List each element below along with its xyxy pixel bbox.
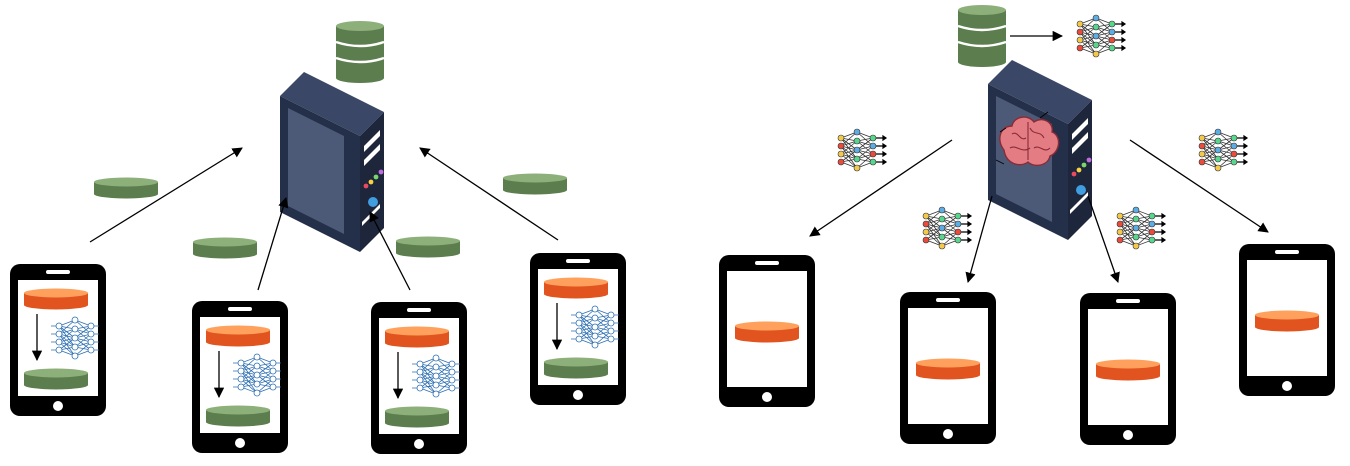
client-phone-6 (900, 292, 996, 444)
brain-icon (995, 111, 1060, 167)
green-disk-icon (396, 236, 460, 258)
orange-disk-icon (1255, 310, 1319, 332)
neural-net-icon (1198, 128, 1248, 172)
download-arrow-4 (1129, 139, 1269, 233)
client-phone-3 (371, 302, 467, 454)
green-disk-icon (206, 405, 270, 427)
download-arrow-2 (965, 195, 993, 284)
server-database-icon (334, 19, 386, 85)
upload-arrow-3 (369, 211, 411, 291)
client-phone-1 (10, 264, 106, 416)
server-database-icon (956, 3, 1008, 69)
orange-disk-icon (544, 277, 608, 299)
green-disk-icon (544, 357, 608, 379)
upload-arrow-2 (257, 197, 289, 291)
client-phone-4 (530, 253, 626, 405)
neural-net-icon (922, 206, 972, 250)
download-arrow-1 (809, 139, 953, 237)
orange-disk-icon (916, 358, 980, 380)
client-phone-7 (1080, 293, 1176, 445)
neural-net-icon (1116, 206, 1166, 250)
left-panel (10, 19, 626, 454)
green-disk-icon (193, 237, 257, 259)
neural-net-icon (837, 128, 887, 172)
global-model-icon (1076, 14, 1126, 58)
orange-disk-icon (1096, 359, 1160, 381)
client-phone-2 (192, 301, 288, 453)
right-panel (719, 3, 1335, 445)
orange-disk-icon (206, 325, 270, 347)
upload-arrow-1 (89, 147, 243, 243)
green-disk-icon (94, 177, 158, 199)
upload-arrow-4 (419, 147, 559, 241)
green-disk-icon (385, 406, 449, 428)
client-phone-8 (1239, 244, 1335, 396)
orange-disk-icon (24, 288, 88, 310)
server-tower-icon (280, 72, 384, 252)
orange-disk-icon (385, 326, 449, 348)
client-phone-5 (719, 255, 815, 407)
green-disk-icon (503, 173, 567, 195)
download-arrow-3 (1087, 195, 1120, 283)
green-disk-icon (24, 368, 88, 390)
orange-disk-icon (735, 321, 799, 343)
